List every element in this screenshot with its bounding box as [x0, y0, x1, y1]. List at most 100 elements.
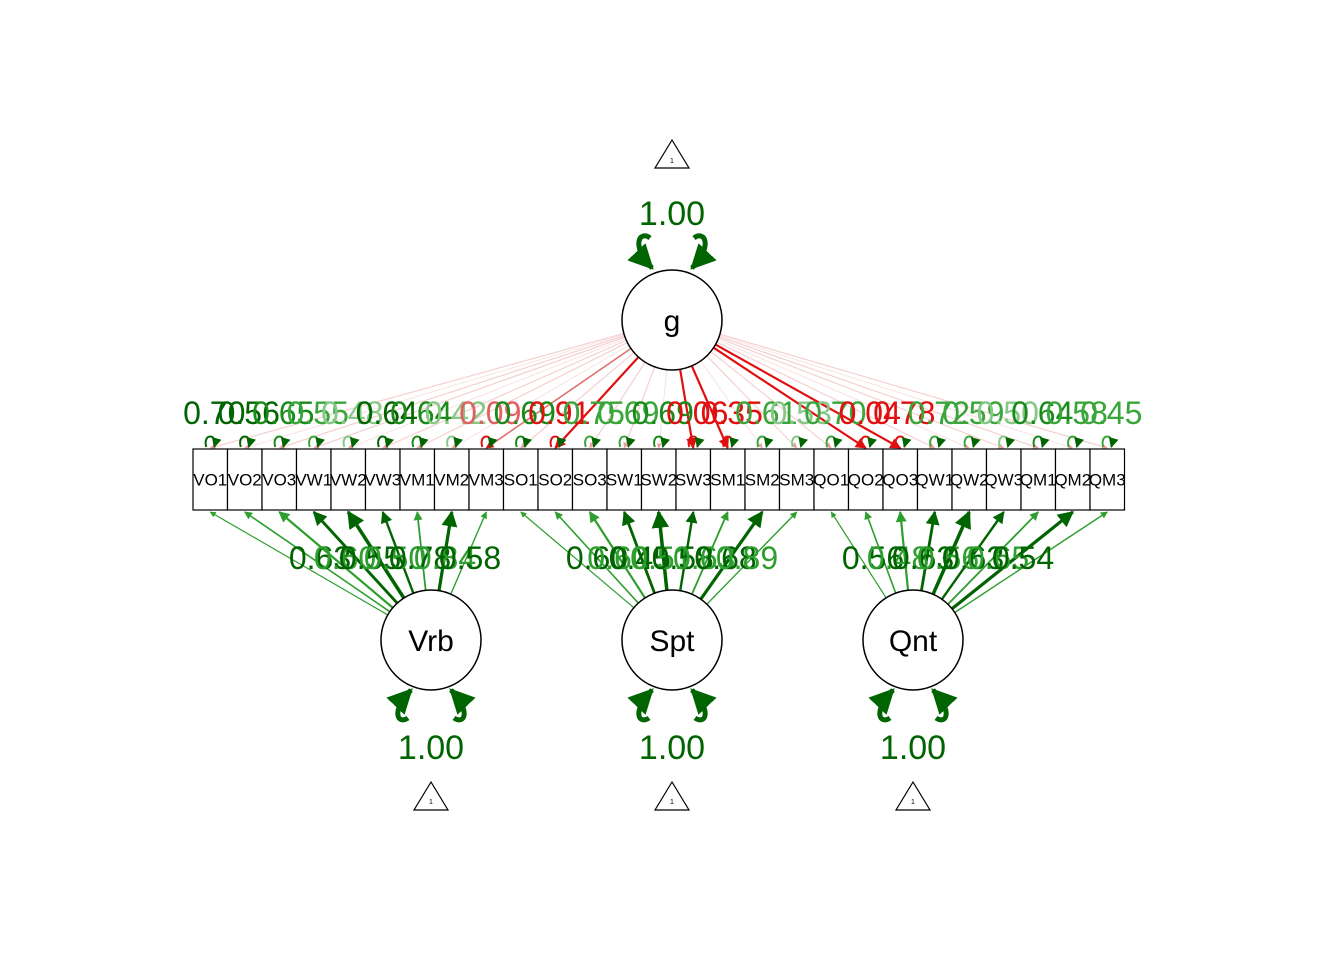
bottom-label-qnt: 0.56 — [917, 540, 979, 576]
indicator-label-sw1: SW1 — [606, 471, 643, 490]
top-label: 0.69 — [632, 395, 694, 431]
vrb-edge-vm1 — [413, 511, 427, 591]
bottom-label-spt: 0.89 — [716, 540, 778, 576]
indicator-label-qo3: QO3 — [882, 471, 918, 490]
vrb-edge-vo1 — [209, 511, 389, 616]
indicator-label-qo1: QO1 — [813, 471, 849, 490]
residual-arrow-vo3 — [273, 435, 291, 448]
g-edge-so2 — [554, 356, 640, 449]
vrb-edge-vm3 — [450, 511, 487, 595]
indicator-box-so2 — [537, 448, 574, 511]
residual-arrow-sw1 — [618, 435, 636, 448]
latent-circle-qnt — [862, 589, 964, 691]
indicator-box-qo2 — [847, 448, 884, 511]
spt-edge-sw2 — [651, 510, 670, 591]
residual-arrow-qo3 — [894, 435, 912, 448]
indicator-box-so3 — [571, 448, 608, 511]
variance-loop-vrb-right — [449, 688, 476, 723]
residual-arrow-so3 — [584, 435, 602, 448]
vrb-edge-vo3 — [278, 511, 394, 609]
variance-label-spt: 1.00 — [639, 729, 705, 767]
qnt-edge-qm1 — [947, 511, 1039, 605]
top-label: 0.56 — [218, 395, 280, 431]
indicator-box-vw3 — [364, 448, 401, 511]
indicator-label-so3: SO3 — [573, 471, 607, 490]
top-label: 0.35 — [701, 395, 763, 431]
intercept-triangle-spt — [653, 780, 691, 811]
variance-loop-qnt-right — [931, 688, 958, 723]
indicator-label-sm1: SM1 — [710, 471, 745, 490]
vrb-edge-vw2 — [346, 510, 406, 599]
top-label: 0.58 — [1046, 395, 1108, 431]
top-label: 0.65 — [252, 395, 314, 431]
indicator-box-sm2 — [744, 448, 781, 511]
variance-loop-spt — [627, 688, 654, 723]
top-label: 0.70 — [183, 395, 245, 431]
residual-arrow-vo1 — [204, 435, 222, 448]
qnt-edge-qw3 — [940, 511, 1005, 600]
spt-edge-sm3 — [706, 511, 798, 605]
top-label: 0.69 — [597, 395, 659, 431]
variance-loop-qnt — [868, 688, 895, 723]
residual-arrow-vm2 — [446, 435, 464, 448]
indicator-label-so1: SO1 — [504, 471, 538, 490]
residual-arrow-sm2 — [756, 435, 774, 448]
bottom-label-qnt: 0.54 — [992, 540, 1054, 576]
indicator-box-sw3 — [675, 448, 712, 511]
top-label: 0.53 — [770, 395, 832, 431]
residual-arrow-sw2 — [653, 435, 671, 448]
indicator-label-sw3: SW3 — [675, 471, 712, 490]
g-edge-vm2 — [451, 344, 630, 449]
top-label: 0.78 — [873, 395, 935, 431]
top-label: 0.50 — [977, 395, 1039, 431]
indicator-label-vo1: VO1 — [193, 471, 227, 490]
latent-circle-spt — [621, 589, 723, 691]
variance-loop-vrb — [386, 688, 413, 723]
bottom-label-vrb: 0.60 — [314, 540, 376, 576]
bottom-label-vrb: 0.50 — [364, 540, 426, 576]
indicator-label-qm1: QM1 — [1020, 471, 1057, 490]
variance-loop-g-right — [690, 233, 717, 270]
g-edge-vw3 — [382, 339, 627, 449]
intercept-label-g: 1 — [670, 158, 674, 165]
residual-arrow-qw1 — [929, 435, 947, 448]
residual-arrow-vw3 — [377, 435, 395, 448]
g-edge-sw1 — [623, 366, 656, 449]
latent-circle-g — [621, 269, 723, 371]
latent-circle-vrb — [380, 589, 482, 691]
latent-qnt: Qnt 1.00 1 — [862, 589, 964, 811]
variance-loop-spt-right — [690, 688, 717, 723]
latent-label-qnt: Qnt — [889, 625, 938, 658]
residual-arrow-so2 — [549, 435, 567, 448]
spt-edge-so1 — [520, 511, 635, 609]
g-edge-so3 — [589, 361, 646, 449]
factor-loading-edges — [209, 510, 1108, 616]
qnt-edge-qw2 — [931, 510, 971, 595]
latent-label-spt: Spt — [649, 625, 695, 658]
intercept-triangle-g — [653, 138, 691, 169]
g-loading-edges — [209, 332, 1108, 450]
variance-label-qnt: 1.00 — [880, 729, 946, 767]
top-label: 0.91 — [528, 395, 590, 431]
latent-g: 1 1.00 g — [621, 138, 723, 371]
indicator-label-qw1: QW1 — [915, 471, 954, 490]
residual-arrow-so1 — [515, 435, 533, 448]
g-edge-qo1 — [710, 351, 832, 449]
indicator-label-sm2: SM2 — [745, 471, 780, 490]
latent-spt: Spt 1.00 1 — [621, 589, 723, 811]
g-edge-vw1 — [313, 336, 626, 450]
g-edge-sw3 — [679, 369, 698, 450]
indicator-label-qm3: QM3 — [1089, 471, 1126, 490]
g-edge-qm3 — [719, 333, 1108, 450]
indicator-label-qw3: QW3 — [984, 471, 1023, 490]
indicator-box-vo1 — [192, 448, 229, 511]
g-edge-qw2 — [717, 339, 970, 449]
indicator-box-qm2 — [1054, 448, 1091, 511]
qnt-edge-qo2 — [864, 511, 897, 594]
indicator-label-qo2: QO2 — [848, 471, 884, 490]
bottom-label-vrb: 0.84 — [414, 540, 476, 576]
bottom-label-qnt: 0.63 — [942, 540, 1004, 576]
g-edge-qm1 — [718, 336, 1039, 450]
